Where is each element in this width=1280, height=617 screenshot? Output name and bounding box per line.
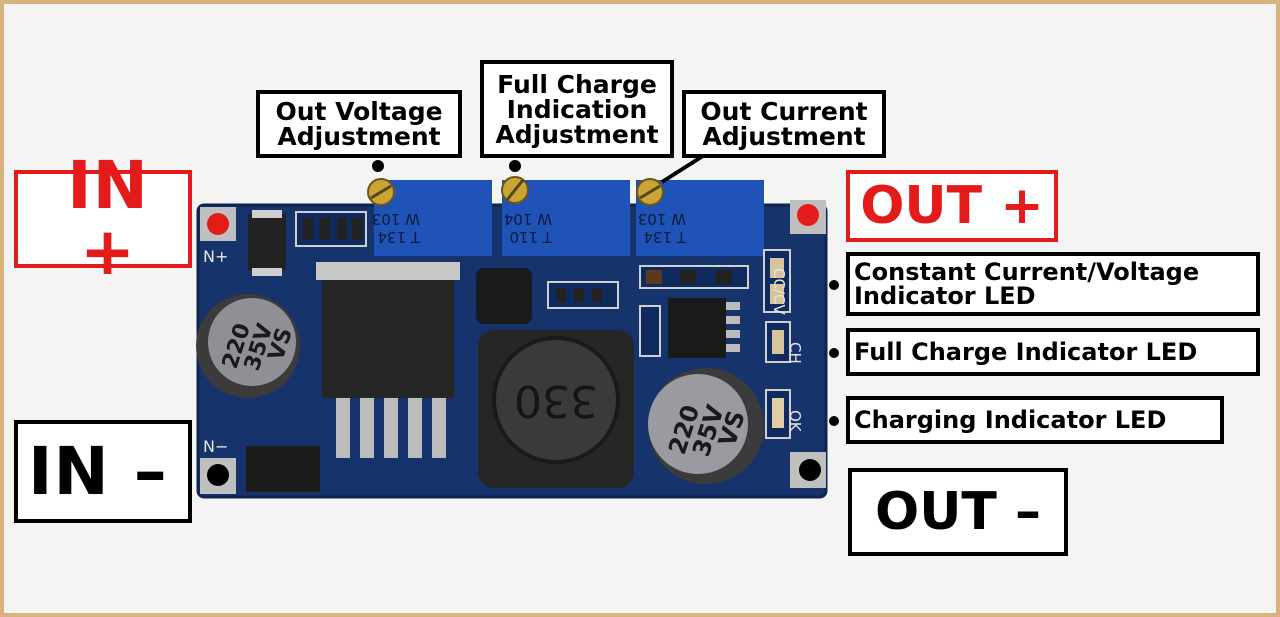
full-charge-indicator-label: Full Charge Indicator LED [846,328,1260,376]
full-charge-indication-adjustment-label: Full Charge Indication Adjustment [480,60,674,158]
out-current-adjustment-label: Out Current Adjustment [682,90,886,158]
ok-silkscreen: OK [786,410,804,433]
out-minus-label: OUT – [848,468,1068,556]
out-voltage-adjustment-label: Out Voltage Adjustment [256,90,462,158]
n-plus-silkscreen: N+ [203,247,228,266]
input-diode [248,214,286,270]
out-plus-label: OUT + [846,170,1058,242]
pointer-out-current [660,152,708,184]
in-plus-dot [207,213,229,235]
pot2-sub: T 110 [509,228,553,246]
pointer-full-charge-led [829,348,839,358]
out-plus-dot [797,204,819,226]
pointer-full-charge [509,160,521,172]
pot2-code: W 104 [504,210,552,228]
pot1-code: W 103 [372,210,420,228]
out-minus-dot [799,459,821,481]
n-minus-silkscreen: N− [203,437,228,456]
control-ic [668,298,726,358]
pointer-cc-cv [829,280,839,290]
pot1-sub: T 134 [377,228,421,246]
pot3-code: W 103 [638,210,686,228]
in-plus-label: IN + [14,153,192,285]
in-minus-dot [207,464,229,486]
inductor-code: 330 [514,375,598,426]
regulator-ic [322,268,454,398]
output-diode [246,446,320,492]
pot3-sub: T 134 [643,228,687,246]
pointer-out-voltage [372,160,384,172]
in-minus-label: IN – [14,420,192,523]
pointer-charging-led [829,416,839,426]
ch-silkscreen: CH [786,342,804,364]
cc-cv-silkscreen: CC/CV [770,268,788,315]
charging-indicator-label: Charging Indicator LED [846,396,1224,444]
cc-cv-indicator-label: Constant Current/Voltage Indicator LED [846,252,1260,316]
